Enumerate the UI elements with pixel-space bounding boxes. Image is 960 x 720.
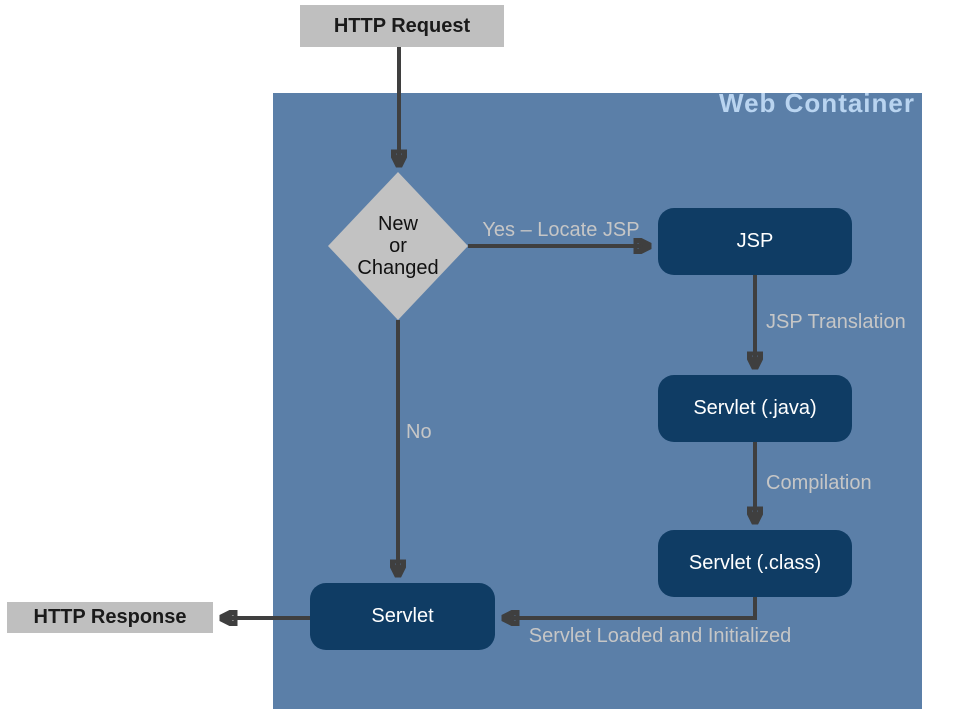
http-response-node: HTTP Response	[7, 602, 213, 633]
http-request-node: HTTP Request	[300, 5, 504, 47]
decision-label: New or Changed	[357, 213, 438, 279]
edge-label-jsp-translation: JSP Translation	[766, 311, 906, 333]
edge-label-servlet-loaded: Servlet Loaded and Initialized	[528, 625, 792, 647]
edge-label-yes-locate-jsp: Yes – Locate JSP	[482, 219, 640, 241]
decision-line-3: Changed	[357, 257, 439, 279]
edge-label-no: No	[406, 421, 432, 443]
decision-line-2: or	[389, 235, 407, 257]
servlet-class-node: Servlet (.class)	[658, 530, 852, 597]
edge-label-compilation: Compilation	[766, 472, 872, 494]
servlet-node: Servlet	[310, 583, 495, 650]
servlet-java-node: Servlet (.java)	[658, 375, 852, 442]
jsp-node: JSP	[658, 208, 852, 275]
decision-line-1: New	[377, 213, 418, 235]
web-container-title: Web Container	[719, 88, 915, 118]
